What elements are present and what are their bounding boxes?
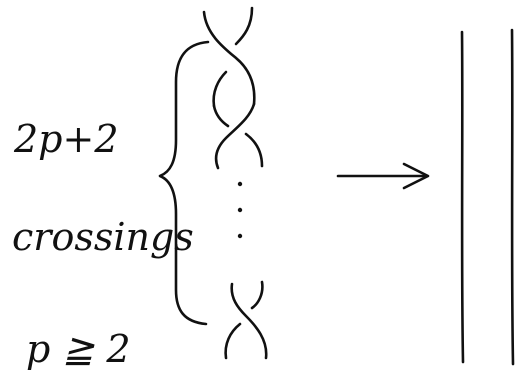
- braid-crossing-top: [202, 6, 256, 108]
- curly-brace: [158, 40, 210, 326]
- condition-label: p ≧ 2: [26, 327, 131, 371]
- braid-crossing-bottom: [224, 280, 268, 360]
- crossings-word-label: crossings: [12, 215, 194, 259]
- ellipsis-dots: [237, 181, 243, 239]
- crossing-count-label: 2p+2: [13, 117, 119, 161]
- parallel-strands: [460, 28, 515, 366]
- braid-crossing-second: [212, 102, 264, 170]
- right-arrow-icon: [336, 162, 430, 190]
